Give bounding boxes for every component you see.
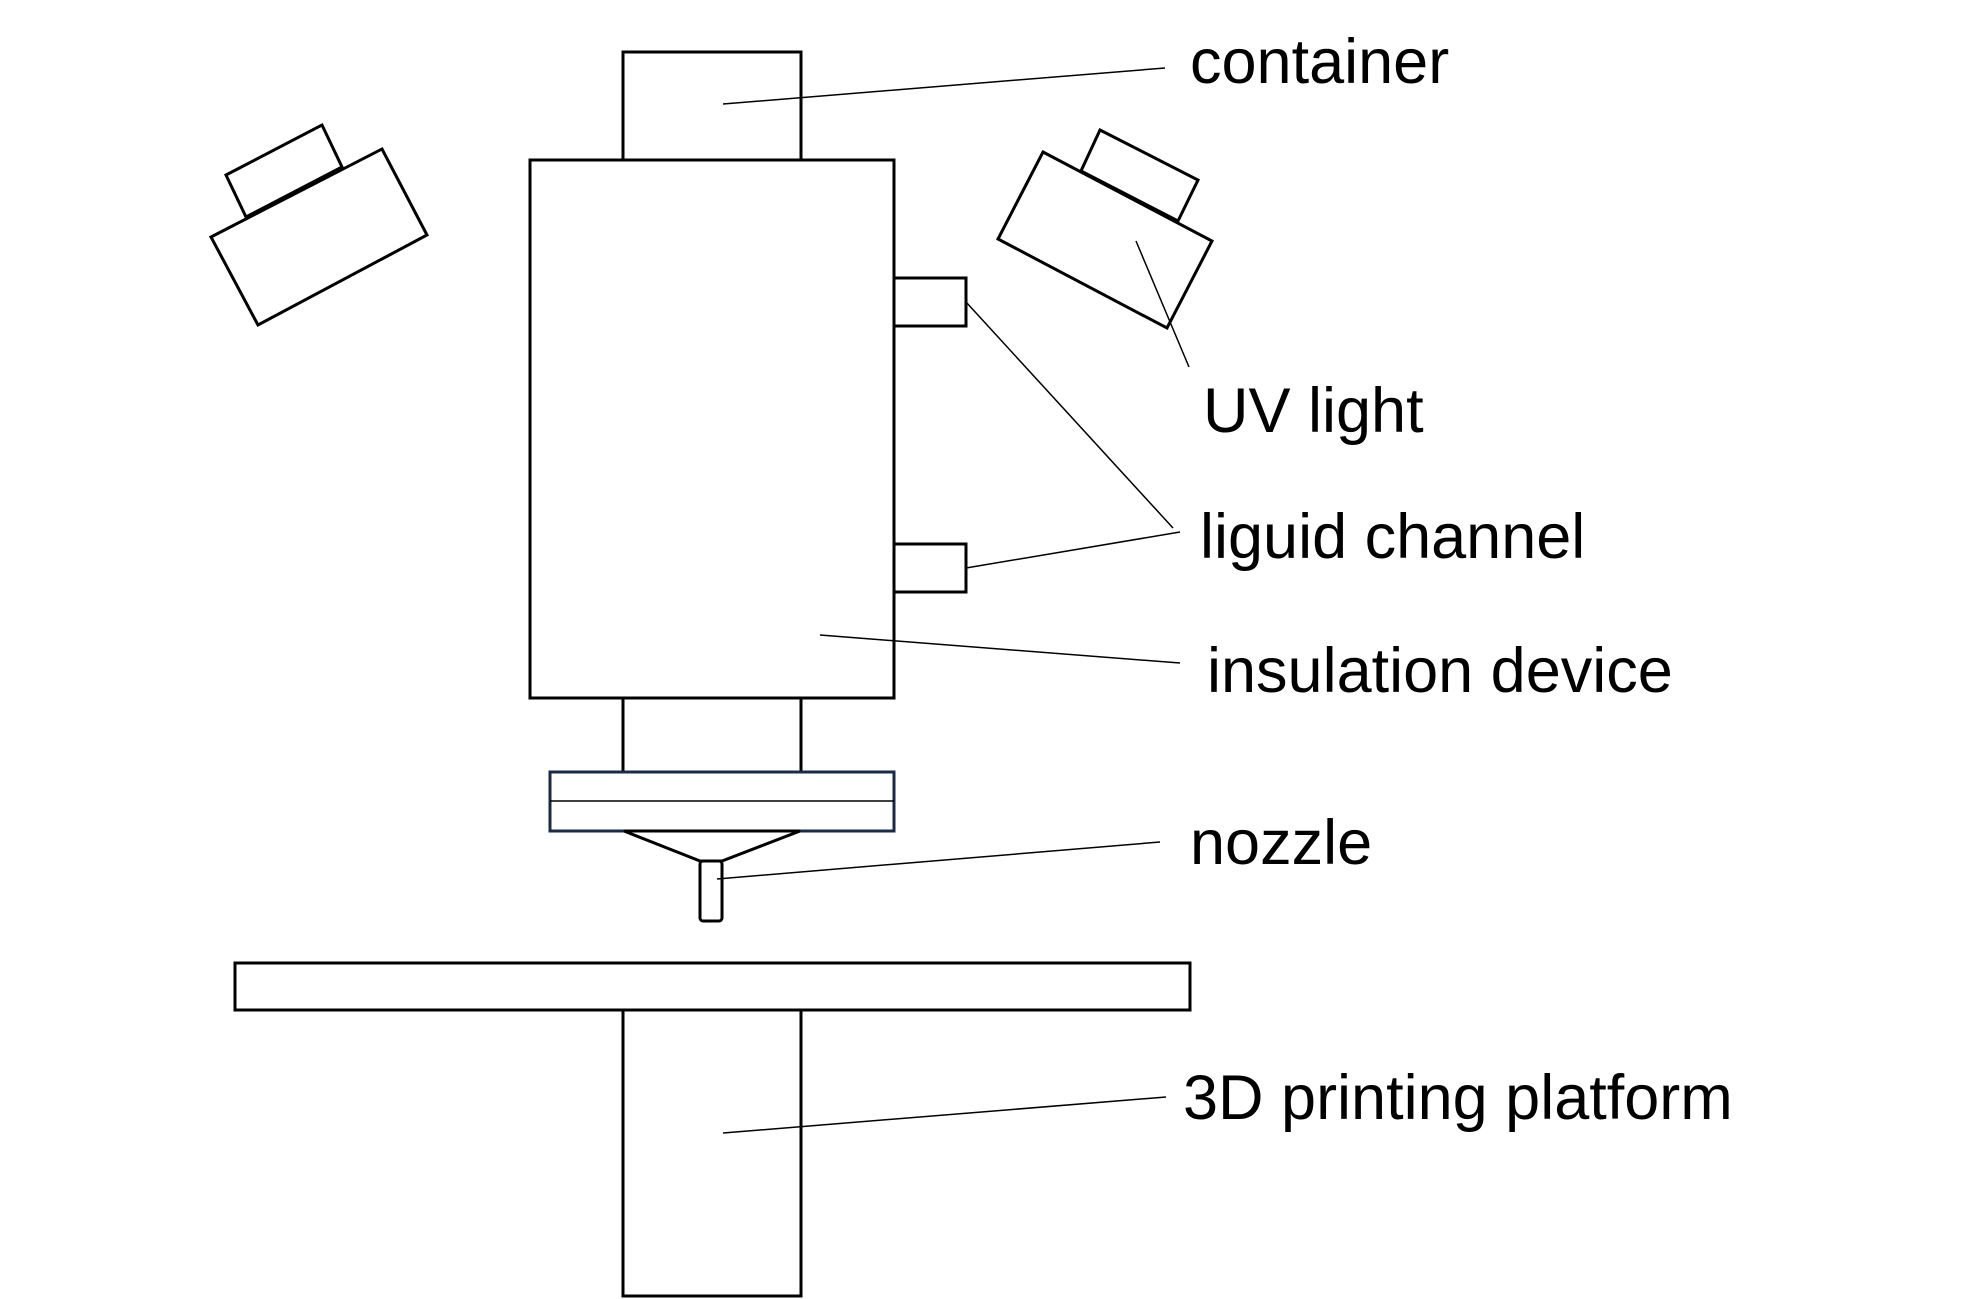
uv-light-right-body xyxy=(995,149,1215,331)
leader-insulation-device xyxy=(819,634,1181,664)
liquid-channel-lower xyxy=(892,542,968,594)
leader-liquid-channel-upper xyxy=(965,301,1174,529)
container-part xyxy=(621,50,803,162)
uv-light-right xyxy=(995,127,1215,331)
label-container: container xyxy=(1190,27,1449,97)
nozzle-tip xyxy=(698,859,724,923)
leader-liquid-channel-lower xyxy=(965,531,1181,569)
platform-plate xyxy=(233,961,1192,1012)
uv-light-left xyxy=(208,122,430,328)
uv-light-left-body xyxy=(208,146,430,328)
label-printing-platform: 3D printing platform xyxy=(1183,1063,1733,1133)
uv-light-right-cap xyxy=(1079,127,1200,224)
uv-light-left-cap xyxy=(224,122,344,220)
nozzle-funnel xyxy=(623,829,801,863)
label-uv-light: UV light xyxy=(1203,376,1424,446)
leader-nozzle xyxy=(716,841,1161,880)
neck-part xyxy=(621,696,803,774)
leader-platform xyxy=(722,1096,1167,1134)
leader-uv-light xyxy=(1135,240,1190,368)
label-liquid-channel: liguid channel xyxy=(1200,502,1585,572)
label-nozzle: nozzle xyxy=(1190,808,1372,878)
label-insulation-device: insulation device xyxy=(1207,636,1673,706)
insulation-device-part xyxy=(528,158,896,700)
platform-column xyxy=(621,1008,803,1298)
liquid-channel-upper xyxy=(892,276,968,328)
leader-container xyxy=(722,67,1166,105)
